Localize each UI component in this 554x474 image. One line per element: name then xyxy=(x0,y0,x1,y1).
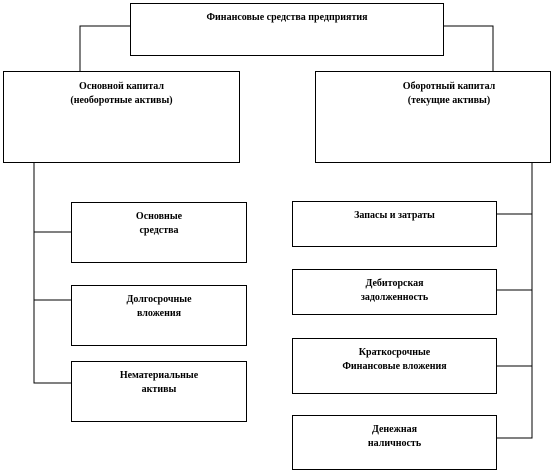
fixed-capital-subtitle: (необоротные активы) xyxy=(70,95,173,106)
root-label: Финансовые средства предприятия xyxy=(206,12,368,23)
right-item-line2: задолженность xyxy=(360,292,429,303)
left-item-line1: Долгосрочные xyxy=(126,294,192,305)
right-item-inventories: Запасы и затраты xyxy=(292,201,497,247)
working-capital-subtitle: (текущие активы) xyxy=(407,95,491,106)
right-item-cash: Денежная наличность xyxy=(292,415,497,470)
right-item-line1: Запасы и затраты xyxy=(354,210,435,221)
left-item-line2: активы xyxy=(141,384,177,395)
left-item-fixed-assets: Основные средства xyxy=(71,202,247,263)
fixed-capital-node: Основной капитал (необоротные активы) xyxy=(3,71,240,163)
connector-root-left xyxy=(79,25,130,71)
right-item-receivables: Дебиторская задолженность xyxy=(292,269,497,315)
connector-right-spine xyxy=(497,162,533,439)
fixed-capital-title: Основной капитал xyxy=(79,81,164,92)
left-item-line2: средства xyxy=(139,225,179,236)
right-item-short-term-investments: Краткосрочные Финансовые вложения xyxy=(292,338,497,394)
right-item-line2: наличность xyxy=(367,438,422,449)
left-item-line1: Основные xyxy=(135,211,183,222)
root-node: Финансовые средства предприятия xyxy=(130,3,444,56)
connector-root-right xyxy=(444,25,494,71)
right-item-line1: Денежная xyxy=(371,424,418,435)
left-item-intangible-assets: Нематериальные активы xyxy=(71,361,247,422)
left-item-line1: Нематериальные xyxy=(119,370,199,381)
working-capital-node: Оборотный капитал (текущие активы) xyxy=(315,71,551,163)
right-item-line1: Дебиторская xyxy=(365,278,424,289)
right-item-line1: Краткосрочные xyxy=(358,347,431,358)
working-capital-title: Оборотный капитал xyxy=(402,81,496,92)
right-item-line2: Финансовые вложения xyxy=(342,361,447,372)
connector-left-spine xyxy=(33,162,71,384)
left-item-long-term-investments: Долгосрочные вложения xyxy=(71,285,247,346)
left-item-line2: вложения xyxy=(136,308,182,319)
